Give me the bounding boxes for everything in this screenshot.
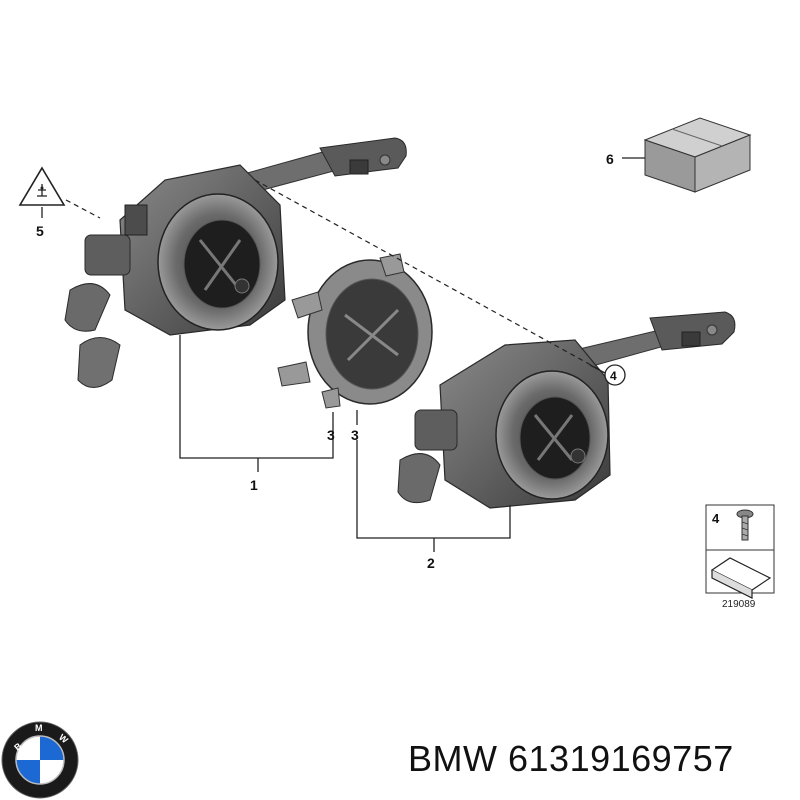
control-unit-box-6: [643, 117, 752, 193]
svg-text:M: M: [35, 723, 43, 733]
bracket-icon: [710, 557, 772, 599]
part-number: 61319169757: [508, 738, 734, 779]
callout-1: 1: [250, 477, 258, 493]
switch-cluster-assembly-2: [397, 311, 736, 509]
legend-index: 4: [712, 511, 720, 526]
switch-cluster-assembly-1: [64, 137, 407, 388]
electrical-warning-icon: [18, 166, 66, 206]
callout-3b: 3: [351, 427, 359, 443]
callout-labels: 5 6 1 2 3 3 4: [36, 151, 626, 571]
callout-6: 6: [606, 151, 614, 167]
screw-icon: [736, 509, 754, 541]
callout-4: 4: [610, 369, 617, 383]
clock-spring-ring-3: [277, 253, 433, 409]
callout-5: 5: [36, 223, 44, 239]
leader-lines: [41, 157, 645, 552]
svg-text:B: B: [12, 741, 24, 753]
callout-2: 2: [427, 555, 435, 571]
part-caption: BMW 61319169757: [408, 738, 734, 780]
bmw-logo: B M W: [1, 721, 79, 799]
callout-3a: 3: [327, 427, 335, 443]
callout-4-circle: [604, 364, 626, 386]
brand-name: BMW: [408, 738, 498, 779]
drawing-number: 219089: [722, 599, 756, 610]
screw-legend-box: 4 219089: [705, 504, 775, 610]
